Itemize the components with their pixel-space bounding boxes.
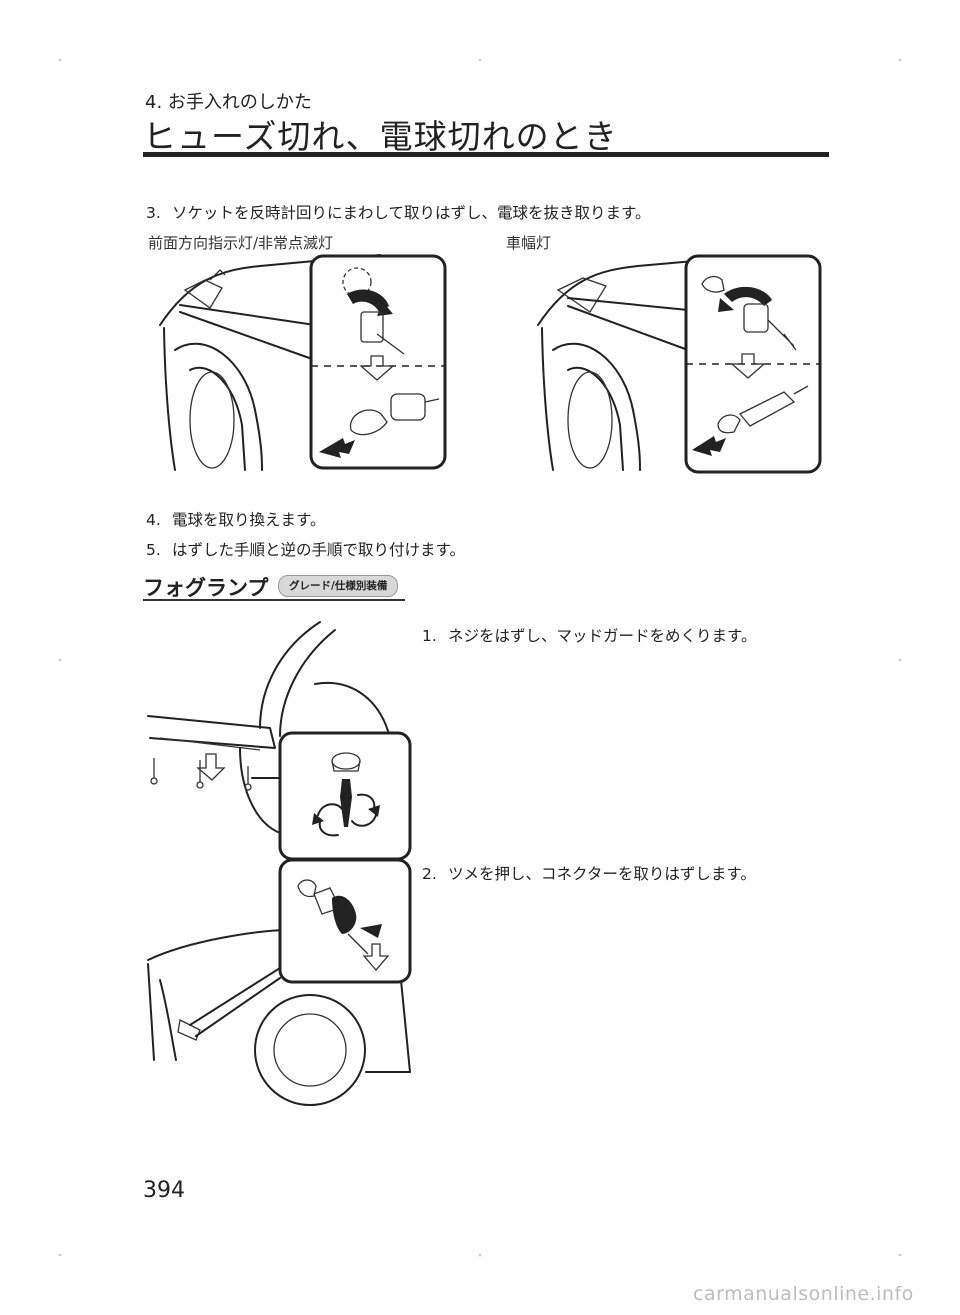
page-number: 394	[143, 1178, 185, 1203]
figure-label-turn-signal: 前面方向指示灯/非常点滅灯	[148, 234, 334, 252]
mudguard-illustration	[147, 621, 391, 834]
step-5: 5. はずした手順と逆の手順で取り付けます。	[146, 538, 465, 560]
step-text: ネジをはずし、マッドガードをめくります。	[448, 627, 757, 645]
side-marker-illustration	[537, 257, 729, 471]
side-marker-callout	[684, 254, 822, 474]
equipment-badge: グレード/仕様別装備	[278, 575, 399, 597]
screw-detail-callout	[278, 731, 412, 861]
step-number: 5.	[146, 541, 161, 559]
section-divider	[143, 599, 405, 601]
step-number: 2.	[422, 865, 437, 883]
title-divider	[143, 152, 829, 157]
turn-signal-callout	[309, 254, 447, 470]
fog-step-1: 1. ネジをはずし、マッドガードをめくります。	[422, 624, 756, 646]
step-text: 電球を取り換えます。	[172, 511, 326, 529]
step-number: 3.	[146, 204, 161, 222]
step-text: ツメを押し、コネクターを取りはずします。	[448, 865, 756, 883]
turn-signal-illustration	[159, 254, 381, 471]
section-heading-fog-lamp: フォグランプ	[143, 576, 269, 600]
step-number: 4.	[146, 511, 161, 529]
chapter-subtitle: 4. お手入れのしかた	[145, 92, 312, 113]
step-text: はずした手順と逆の手順で取り付けます。	[172, 541, 465, 559]
step-number: 1.	[422, 627, 437, 645]
connector-detail-callout	[278, 858, 412, 984]
step-4: 4. 電球を取り換えます。	[146, 508, 325, 530]
step-3: 3. ソケットを反時計回りにまわして取りはずし、電球を抜き取ります。	[146, 201, 651, 223]
fog-step-2: 2. ツメを押し、コネクターを取りはずします。	[422, 862, 756, 884]
step-text: ソケットを反時計回りにまわして取りはずし、電球を抜き取ります。	[172, 204, 651, 222]
figure-label-side-marker: 車幅灯	[506, 234, 552, 252]
watermark: carmanualsonline.info	[693, 1283, 914, 1305]
page-title: ヒューズ切れ、電球切れのとき	[143, 117, 618, 156]
